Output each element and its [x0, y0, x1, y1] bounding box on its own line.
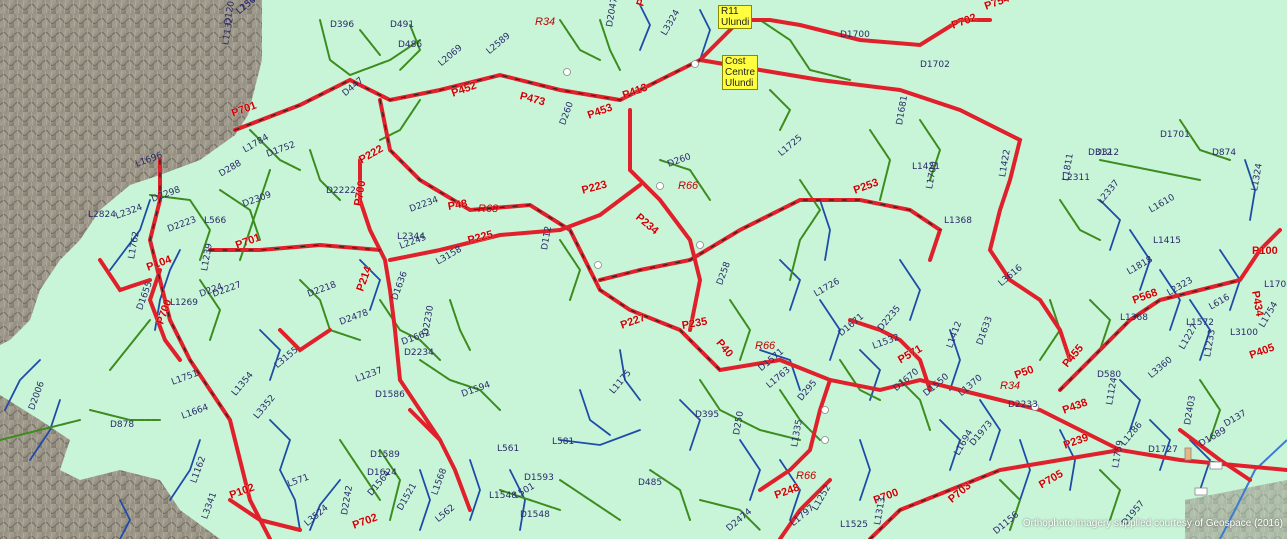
regional-road-label: R66: [755, 340, 776, 352]
district-road-label: D312: [1095, 148, 1120, 158]
orthophoto-terrain-southwest: [0, 395, 220, 539]
local-road-label: L2824: [88, 210, 116, 220]
town-label-cost-centre[interactable]: Cost Centre Ulundi: [722, 55, 759, 90]
district-road-label: D1593: [524, 473, 554, 483]
local-road-label: L1415: [1153, 236, 1181, 246]
town-label-ulundi[interactable]: R11 Ulundi: [718, 5, 753, 29]
road-markers: [563, 60, 1223, 496]
district-road-label: D580: [1097, 370, 1122, 380]
local-road-label: L1707: [1264, 280, 1287, 290]
district-road-label: D1727: [1148, 445, 1178, 455]
town-label-line: Ulundi: [725, 78, 754, 89]
district-road-label: D1624: [367, 468, 397, 478]
regional-road-label: R34: [535, 16, 556, 28]
district-road-label: D491: [390, 20, 415, 30]
local-road-label: L1572: [1186, 318, 1214, 328]
district-road-label: D2234: [404, 348, 434, 358]
regional-road-label: R66: [678, 180, 699, 192]
local-road-label: L561: [497, 444, 520, 454]
district-road-label: D1701: [1160, 130, 1190, 140]
provincial-road-label: P100: [1252, 245, 1278, 257]
regional-road-label: R68: [478, 203, 499, 215]
regional-road-label: R34: [1000, 380, 1021, 392]
local-roads: [4, 4, 1256, 539]
river: [1219, 439, 1287, 539]
district-road-label: D2233: [1008, 400, 1038, 410]
local-road-label: L1368: [1120, 313, 1148, 323]
local-road-label: L1525: [840, 520, 868, 530]
district-road-label: D2222: [326, 186, 356, 196]
local-road-label: L2311: [1062, 173, 1090, 183]
local-road-label: L581: [552, 437, 575, 447]
main-roads: [98, 18, 1287, 539]
district-road-label: D486: [398, 40, 423, 50]
district-road-label: D1548: [520, 510, 550, 520]
local-road-label: L3100: [1230, 328, 1258, 338]
regional-road-label: R66: [796, 470, 817, 482]
town-label-line: R11: [721, 6, 739, 17]
district-road-label: D1702: [920, 60, 950, 70]
local-road-label: L1368: [944, 216, 972, 226]
district-road-label: D396: [330, 20, 355, 30]
district-roads: [0, 19, 1231, 531]
district-road-label: D1586: [375, 390, 405, 400]
district-road-label: D485: [638, 478, 663, 488]
district-road-label: D874: [1212, 148, 1237, 158]
district-road-label: D878: [110, 420, 135, 430]
local-road-label: L1269: [170, 298, 198, 308]
local-road-label: L1421: [912, 162, 940, 172]
district-road-label: D1700: [840, 30, 870, 40]
local-road-label: L566: [204, 216, 227, 226]
local-road-label: L2344: [397, 232, 425, 242]
orthophoto-terrain-west: [0, 0, 262, 345]
local-road-label: L1548: [489, 491, 517, 501]
town-label-line: Cost: [725, 56, 746, 67]
town-label-line: Ulundi: [721, 17, 750, 28]
imagery-attribution: Orthophoto imagery supplied courtesy of …: [1022, 518, 1283, 529]
district-road-label: D312: [1088, 148, 1113, 158]
district-road-label: D395: [695, 410, 720, 420]
district-road-label: D1589: [370, 450, 400, 460]
town-label-line: Centre: [725, 67, 756, 78]
